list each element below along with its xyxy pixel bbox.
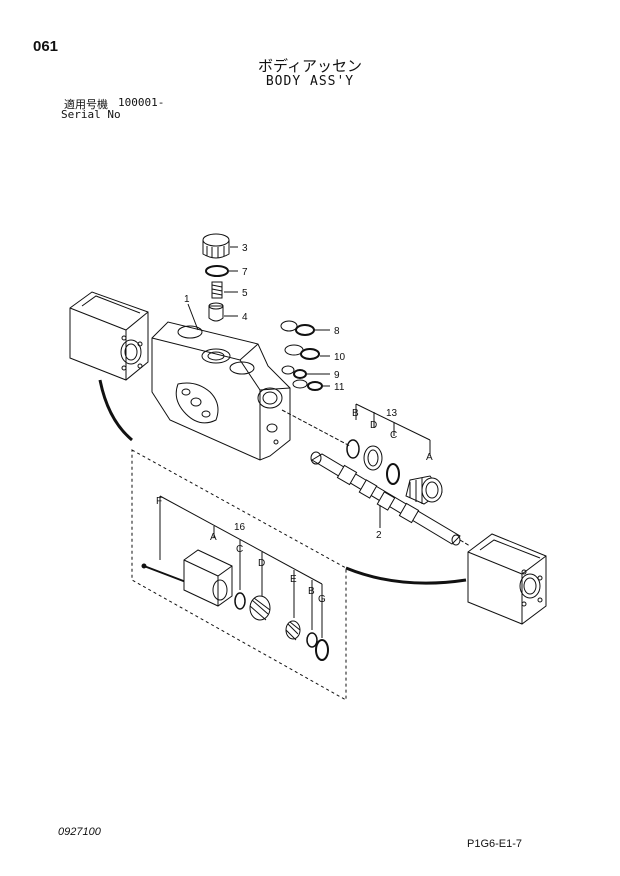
- page-number: 061: [33, 38, 59, 55]
- valve-body-part-1: [151, 321, 291, 461]
- right-cover-connection: [345, 566, 467, 585]
- right-cover-block: [467, 533, 547, 625]
- group-16-parts: [141, 549, 329, 661]
- callout-13-d: D: [370, 420, 377, 431]
- page-title-japanese: ボディアッセン: [258, 57, 362, 75]
- o-rings-8-9-10-11: [280, 320, 323, 391]
- group-16-bracket: [159, 495, 323, 638]
- left-cover-block: [69, 291, 149, 381]
- serial-label-english: Serial No: [61, 108, 121, 121]
- group-13-parts: [346, 439, 443, 505]
- serial-number-range: 100001-: [118, 96, 165, 109]
- callout-16-e: E: [290, 574, 297, 585]
- callout-3: 3: [242, 243, 248, 254]
- page-title-english: BODY ASS'Y: [265, 74, 355, 89]
- callout-13-b: B: [352, 408, 359, 419]
- plug-part-3: [202, 233, 230, 259]
- callout-13: 13: [386, 408, 398, 419]
- left-cover-connection: [98, 379, 133, 442]
- callout-13-c: C: [390, 430, 397, 441]
- leader-1: [187, 303, 199, 331]
- callout-16-d: D: [258, 558, 265, 569]
- callout-7: 7: [242, 267, 248, 278]
- callout-16-c: C: [236, 544, 243, 555]
- o-ring-part-7: [205, 265, 229, 277]
- page-code: P1G6-E1-7: [467, 838, 523, 850]
- axis-line-top: [281, 409, 351, 447]
- callout-13-a: A: [426, 452, 433, 463]
- poppet-part-4: [208, 302, 224, 322]
- detail-area-outline: [131, 449, 347, 701]
- callout-11: 11: [334, 382, 345, 393]
- callout-9: 9: [334, 370, 340, 381]
- callout-8: 8: [334, 326, 340, 337]
- document-number: 0927100: [58, 826, 101, 838]
- callout-16: 16: [234, 522, 246, 533]
- callout-16-g: G: [318, 594, 326, 605]
- callout-2: 2: [376, 530, 382, 541]
- callout-16-f: F: [156, 496, 162, 507]
- axis-line-right: [459, 539, 471, 547]
- callout-5: 5: [242, 288, 248, 299]
- serial-label-japanese: 適用号機: [64, 98, 108, 111]
- callout-4: 4: [242, 312, 248, 323]
- group-13-bracket: [355, 403, 431, 456]
- callout-16-a: A: [210, 532, 217, 543]
- spring-part-5: [211, 281, 223, 299]
- callout-10: 10: [334, 352, 346, 363]
- spool-part-2: [310, 451, 461, 546]
- callout-1: 1: [184, 294, 190, 305]
- callout-16-b: B: [308, 586, 315, 597]
